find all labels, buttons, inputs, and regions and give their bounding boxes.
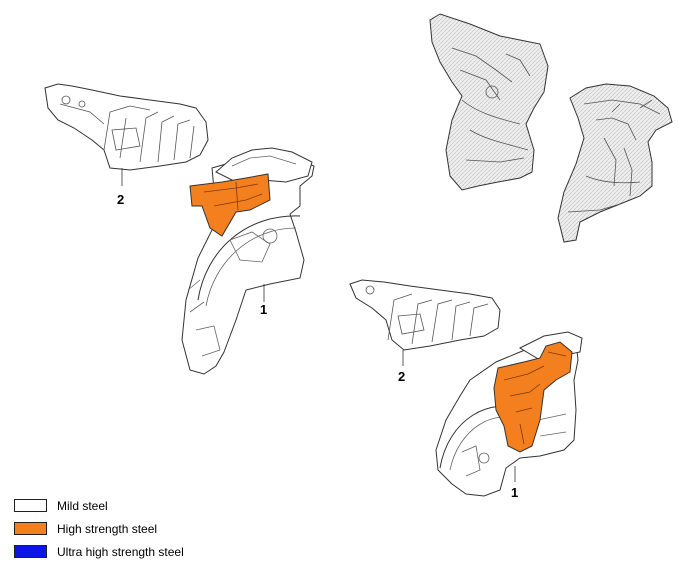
part-1-wheelhouse-top-left xyxy=(181,147,315,375)
legend-swatch xyxy=(14,522,47,535)
grey-panel-top-right-right xyxy=(557,83,673,243)
callout-part-1: 1 xyxy=(511,485,519,500)
legend-swatch xyxy=(14,499,47,512)
part-1-wheelhouse-bottom-right xyxy=(435,331,583,497)
callout-part-2: 2 xyxy=(398,369,406,384)
callout-part-2: 2 xyxy=(117,192,125,207)
legend-swatch xyxy=(14,545,47,558)
legend-label: High strength steel xyxy=(57,521,158,536)
callout-part-1: 1 xyxy=(260,302,268,317)
legend-item-high-strength-steel: High strength steel xyxy=(14,517,184,540)
part-2-panel-bottom-right xyxy=(349,279,501,351)
legend-item-ultra-high-strength-steel: Ultra high strength steel xyxy=(14,540,184,563)
grey-panel-top-right-left xyxy=(429,13,549,191)
legend-label: Mild steel xyxy=(57,498,108,513)
legend-label: Ultra high strength steel xyxy=(57,544,184,559)
material-legend: Mild steel High strength steel Ultra hig… xyxy=(14,494,184,563)
legend-item-mild-steel: Mild steel xyxy=(14,494,184,517)
part-2-panel-top-left xyxy=(44,83,209,171)
